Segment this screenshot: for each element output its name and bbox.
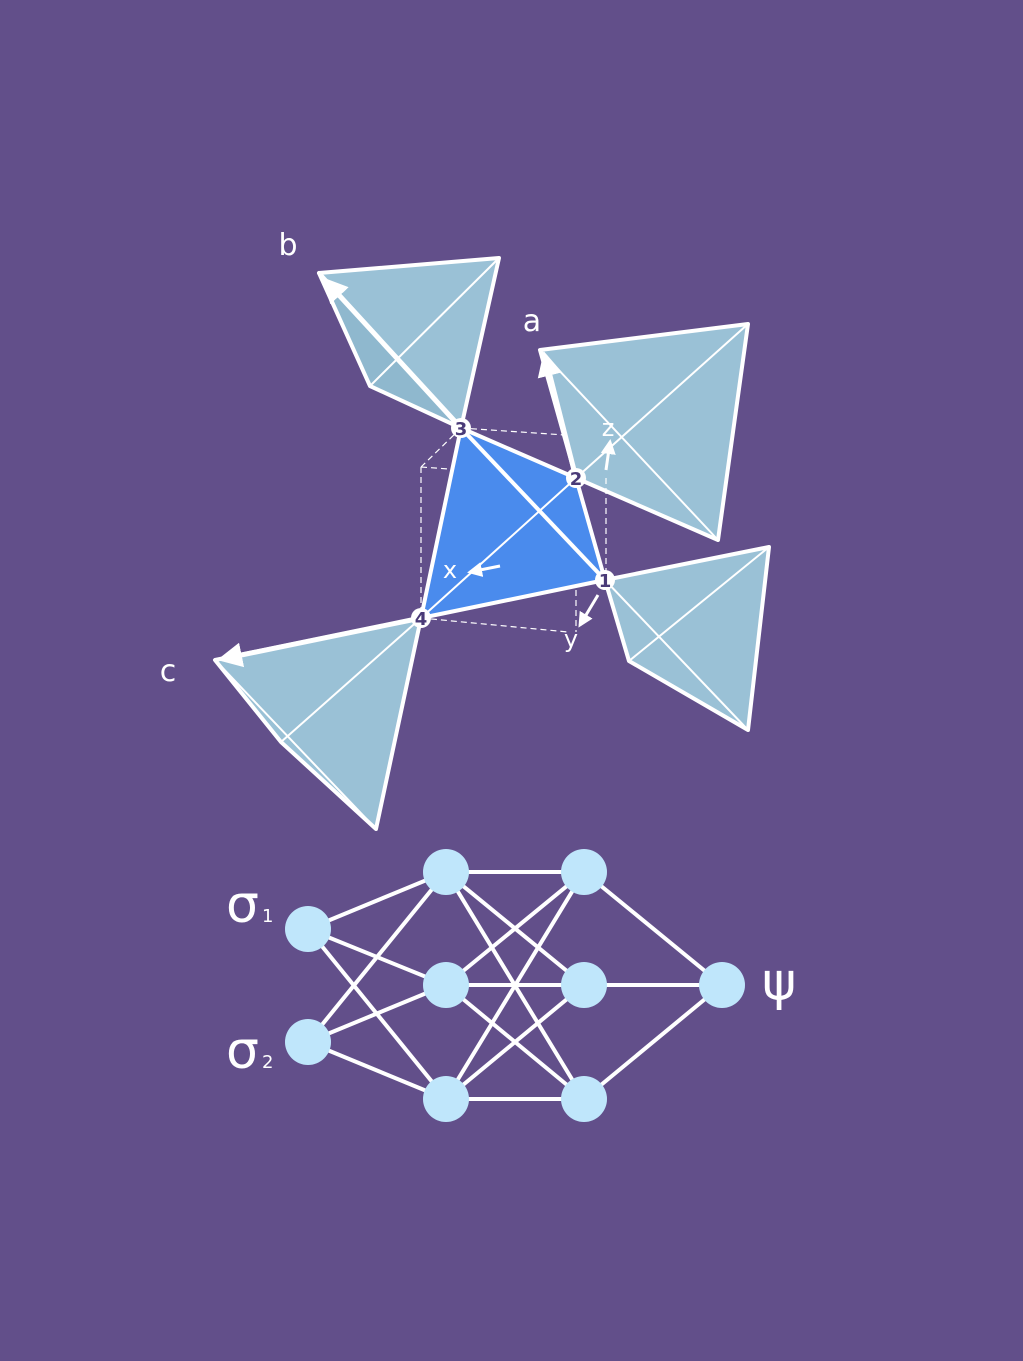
tetrahedron-right [603,545,771,732]
neuron-layer2-2 [561,1076,607,1122]
cube-guide [420,427,607,633]
vector-b [322,277,463,430]
neural-network: σ 1 σ 2 ψ [226,849,796,1122]
central-tetrahedron [419,426,607,620]
axis-label-b: b [278,228,297,263]
neuron-layer1-1 [423,962,469,1008]
vertex-label-1: 1 [599,571,612,592]
local-axis-label-z: z [602,414,615,442]
tetrahedron-c [213,616,423,831]
local-axis-label-x: x [443,556,457,584]
lattice-vectors [217,277,579,668]
connection-l1-2-1 [444,983,586,1101]
tetrahedron-b [317,256,501,430]
local-axes [467,439,616,628]
neuron-layer0-0 [285,906,331,952]
axis-x-arrow [467,562,501,578]
axis-z-arrow [600,439,616,471]
axis-y-arrow [578,594,600,628]
network-connections [306,870,724,1101]
connection-l1-1-0 [444,870,586,987]
sigma-2-symbol: σ [226,1021,259,1081]
neuron-layer1-0 [423,849,469,895]
network-neurons [285,849,745,1122]
output-label-psi: ψ [762,952,796,1012]
neuron-layer2-1 [561,962,607,1008]
axis-label-a: a [523,304,541,339]
input-label-sigma-2: σ 2 [226,1021,273,1081]
connection-l0-1-2 [307,1040,447,1101]
connection-l2-2-0 [582,983,724,1101]
input-label-sigma-1: σ 1 [226,875,273,935]
connection-l2-0-0 [582,870,724,987]
neuron-layer2-0 [561,849,607,895]
connection-l0-1-0 [306,870,448,1044]
vertex-markers: 1 2 3 4 [411,418,615,630]
vertex-label-2: 2 [570,469,583,490]
tetrahedron-a [538,322,750,542]
vertex-label-4: 4 [415,609,428,630]
sigma-1-symbol: σ [226,875,259,935]
axis-label-c: c [160,654,177,689]
vertex-label-3: 3 [455,419,468,440]
connection-l0-1-1 [307,983,447,1044]
connection-l0-0-0 [307,870,447,931]
vector-a [537,351,579,479]
neuron-layer1-2 [423,1076,469,1122]
lattice-diagram: 1 2 3 4 b a c x y z [160,228,771,831]
vector-c [217,615,422,668]
sigma-1-subscript: 1 [262,906,273,927]
connection-l1-2-0 [444,870,586,1101]
neuron-layer3-0 [699,962,745,1008]
local-axis-label-y: y [564,625,578,653]
sigma-2-subscript: 2 [262,1052,273,1073]
neuron-layer0-1 [285,1019,331,1065]
